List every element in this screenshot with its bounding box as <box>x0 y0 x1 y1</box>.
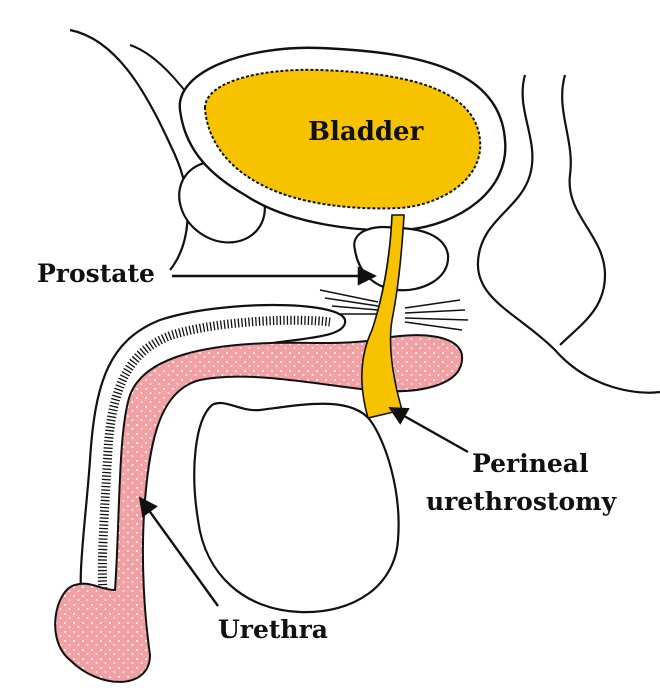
label-urethra: Urethra <box>218 615 328 644</box>
label-bladder: Bladder <box>308 117 424 147</box>
rectum-inner-outline <box>560 75 605 345</box>
rectum-outline <box>478 75 660 393</box>
scrotum <box>194 403 398 612</box>
label-perineal-line1: Perineal <box>472 449 588 478</box>
label-prostate: Prostate <box>37 259 155 288</box>
pelvis-outline <box>70 30 188 270</box>
label-perineal-line2: urethrostomy <box>426 487 618 516</box>
perineal-arrow <box>390 408 468 452</box>
